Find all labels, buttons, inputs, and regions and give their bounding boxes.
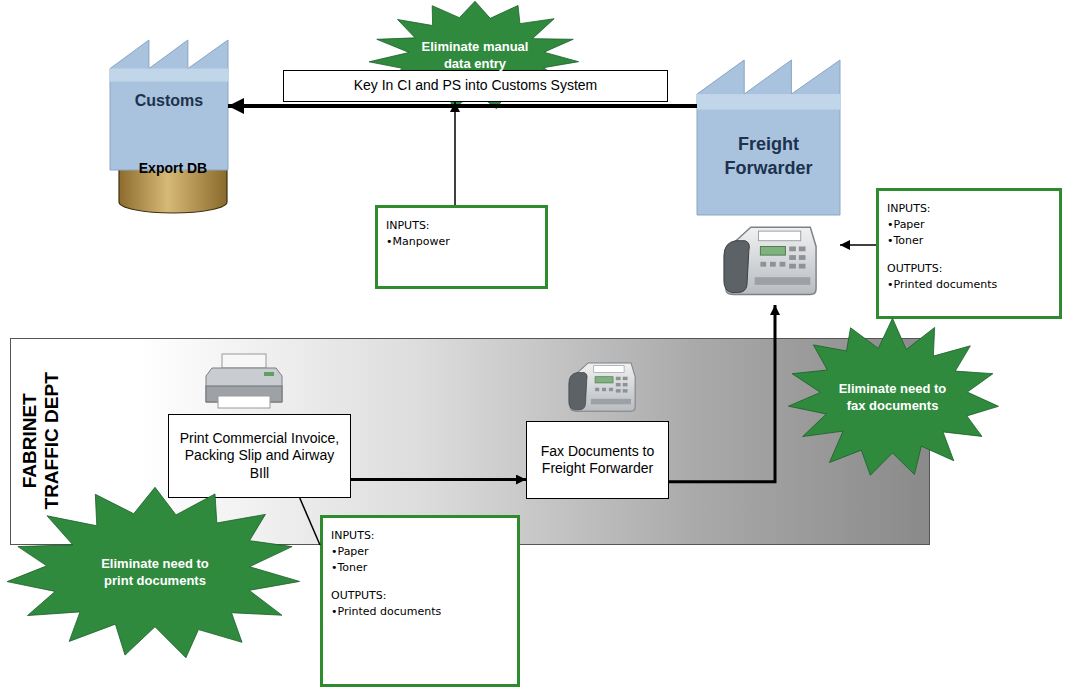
list-heading: INPUTS: [331,528,509,544]
flow-arrow [840,244,876,246]
inputs-box: INPUTS:•Manpower [375,205,548,289]
flow-arrow [300,498,320,545]
process-box: Key In CI and PS into Customs System [283,70,668,102]
forwarder-building: Freight Forwarder [697,60,840,305]
band-title: FABRINET TRAFFIC DEPT [19,366,63,516]
flow-arrow [228,104,697,108]
node-label: Key In CI and PS into Customs System [354,77,598,95]
callout-text: Eliminate need to print documents [85,556,225,590]
node-label: Freight Forwarder [697,132,840,181]
fax-icon [569,363,635,411]
flow-arrow [351,478,526,481]
process-box: Print Commercial Invoice, Packing Slip a… [168,414,351,498]
list-heading: INPUTS: [386,218,537,234]
inputs-outputs-box: INPUTS:•Paper•TonerOUTPUTS:•Printed docu… [320,515,520,687]
list-item: •Toner [887,233,1051,249]
flow-arrow [454,102,456,205]
node-label: Print Commercial Invoice, Packing Slip a… [177,430,342,483]
customs-building: Export DBCustoms [110,40,228,170]
node-label: Fax Documents to Freight Forwarder [535,443,660,478]
process-box: Fax Documents to Freight Forwarder [526,421,669,499]
label-holder: Freight Forwarder [697,60,840,181]
callout-text: Eliminate manual data entry [415,39,535,73]
node-label: Customs [110,90,228,112]
list-item: •Printed documents [331,604,509,620]
list-item: •Paper [331,544,509,560]
list-heading: OUTPUTS: [887,261,1051,277]
inputs-outputs-box: INPUTS:•Paper•TonerOUTPUTS:•Printed docu… [876,188,1062,319]
callout-text: Eliminate need to fax documents [837,381,949,415]
list-item: •Paper [887,217,1051,233]
node-label: Export DB [118,160,228,176]
label-holder: Customs [110,40,228,112]
flow-arrow [669,305,775,482]
fax-icon [724,227,816,294]
list-item: •Manpower [386,234,537,250]
list-item: •Toner [331,560,509,576]
list-heading: OUTPUTS: [331,588,509,604]
starburst-callout: Eliminate need to fax documents [785,318,1000,478]
printer-icon [206,354,282,408]
list-heading: INPUTS: [887,201,1051,217]
starburst-callout: Eliminate need to print documents [5,485,305,660]
list-item: •Printed documents [887,277,1051,293]
